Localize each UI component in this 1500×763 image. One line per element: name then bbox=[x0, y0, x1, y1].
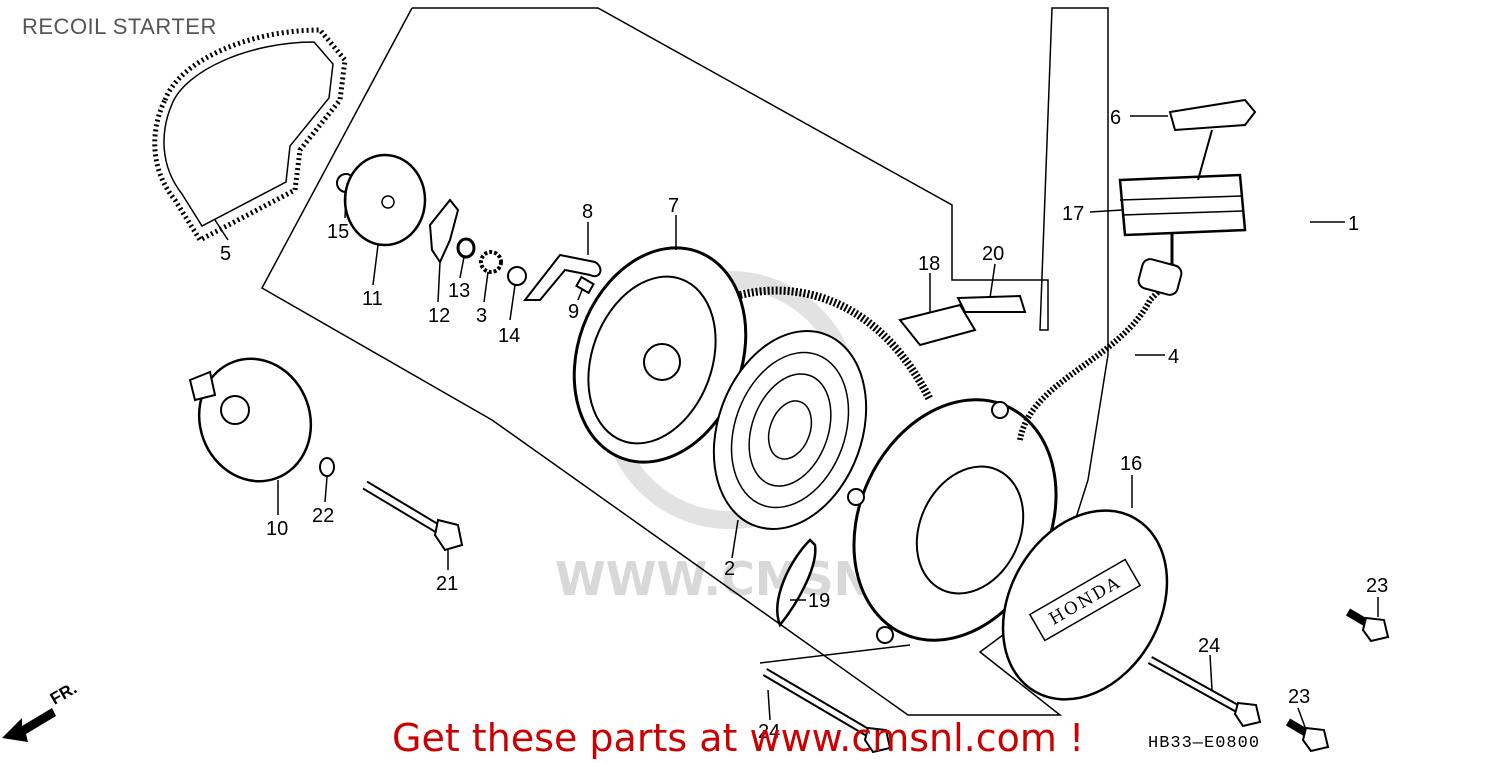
screw-part-23-upper bbox=[1345, 608, 1390, 643]
callout-2: 2 bbox=[724, 558, 735, 580]
assembly-outline-bottom bbox=[759, 644, 911, 664]
rope bbox=[739, 286, 934, 402]
front-arrow-icon bbox=[2, 708, 56, 742]
assembly-outline bbox=[260, 7, 1109, 716]
callout-22: 22 bbox=[312, 505, 334, 527]
bolt-part-24-right bbox=[1147, 656, 1262, 728]
callout-1: 1 bbox=[1348, 213, 1359, 235]
callout-7: 7 bbox=[668, 195, 679, 217]
callout-10: 10 bbox=[266, 518, 288, 540]
callout-14: 14 bbox=[498, 325, 520, 347]
callout-23-upper: 23 bbox=[1366, 575, 1388, 597]
promo-banner[interactable]: Get these parts at www.cmsnl.com ! bbox=[392, 716, 1085, 760]
rope-part-4 bbox=[1017, 277, 1173, 441]
grip-sleeve bbox=[1137, 258, 1183, 296]
cover-part-16: HONDA bbox=[1001, 509, 1169, 701]
callout-11: 11 bbox=[362, 288, 383, 310]
diagram-title: RECOIL STARTER bbox=[22, 14, 217, 39]
callout-3: 3 bbox=[476, 305, 487, 327]
diagram-code: HB33—E0800 bbox=[1148, 734, 1261, 753]
spring-part-2 bbox=[712, 330, 868, 530]
seal-part-19 bbox=[776, 538, 817, 628]
callout-17: 17 bbox=[1062, 203, 1084, 225]
callout-4: 4 bbox=[1168, 346, 1179, 368]
callout-16: 16 bbox=[1120, 453, 1142, 475]
callout-19: 19 bbox=[808, 590, 830, 612]
bolt-part-21 bbox=[362, 480, 464, 552]
pulley-part-10 bbox=[188, 357, 313, 483]
cap-part-6 bbox=[1168, 98, 1257, 132]
label-part-20 bbox=[956, 294, 1027, 313]
callout-6: 6 bbox=[1110, 107, 1121, 129]
starter-case bbox=[847, 398, 1058, 644]
collar-part-14 bbox=[507, 266, 527, 286]
ratchet-part-12 bbox=[428, 198, 460, 265]
callout-5: 5 bbox=[220, 243, 231, 265]
callout-12: 12 bbox=[428, 305, 450, 327]
screw-part-23-lower bbox=[1285, 718, 1330, 753]
grip-part-17 bbox=[1118, 173, 1247, 237]
label-part-18 bbox=[898, 303, 977, 347]
callout-18: 18 bbox=[918, 253, 940, 275]
callout-8: 8 bbox=[582, 201, 593, 223]
pin-part-9 bbox=[575, 275, 595, 295]
leader-lines bbox=[214, 115, 1379, 728]
bolt-part-24-lower bbox=[762, 668, 892, 754]
callout-23-lower: 23 bbox=[1288, 686, 1310, 708]
callout-15: 15 bbox=[327, 221, 349, 243]
callout-21: 21 bbox=[436, 573, 458, 595]
callout-9: 9 bbox=[568, 301, 579, 323]
callout-20: 20 bbox=[982, 243, 1004, 265]
callout-24-right: 24 bbox=[1198, 635, 1220, 657]
spring-part-13 bbox=[456, 237, 476, 259]
pawl-part-8 bbox=[522, 253, 602, 301]
spring-part-3 bbox=[479, 250, 503, 274]
plate-part-11 bbox=[343, 153, 427, 247]
washer-part-22 bbox=[319, 457, 335, 477]
callout-24-lower: 24 bbox=[758, 721, 780, 743]
callout-13: 13 bbox=[448, 280, 470, 302]
gasket-part-5 bbox=[152, 27, 348, 244]
